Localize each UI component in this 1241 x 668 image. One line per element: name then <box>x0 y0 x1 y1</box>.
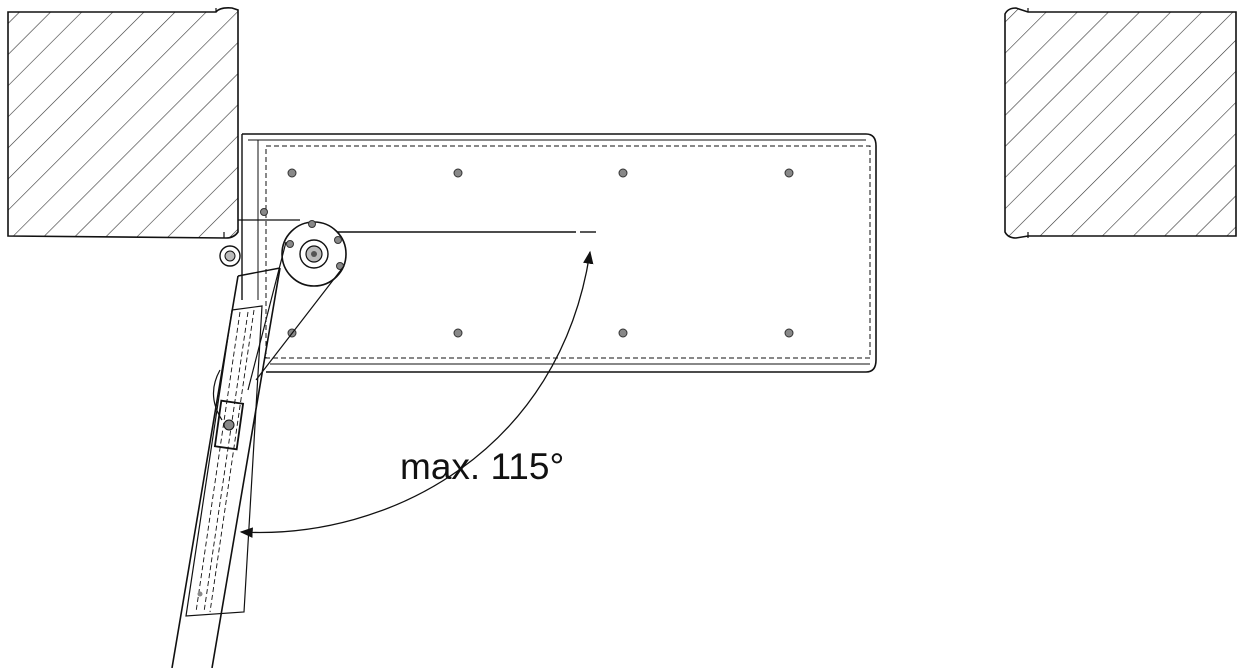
angle-label: max. 115° <box>400 446 564 487</box>
left-wall <box>7 7 239 239</box>
mounting-screw-icon <box>784 328 794 338</box>
mounting-screw-icon <box>287 168 297 178</box>
mounting-screw-icon <box>784 168 794 178</box>
right-wall <box>1004 7 1237 239</box>
mounting-screw-icon <box>618 168 628 178</box>
mounting-screw-icon <box>260 208 268 216</box>
frame-pivot-icon <box>219 245 241 267</box>
mounting-screw-icon <box>618 328 628 338</box>
mounting-screw-icon <box>453 328 463 338</box>
mounting-screw-icon <box>453 168 463 178</box>
angle-arrow-icon <box>239 250 594 538</box>
